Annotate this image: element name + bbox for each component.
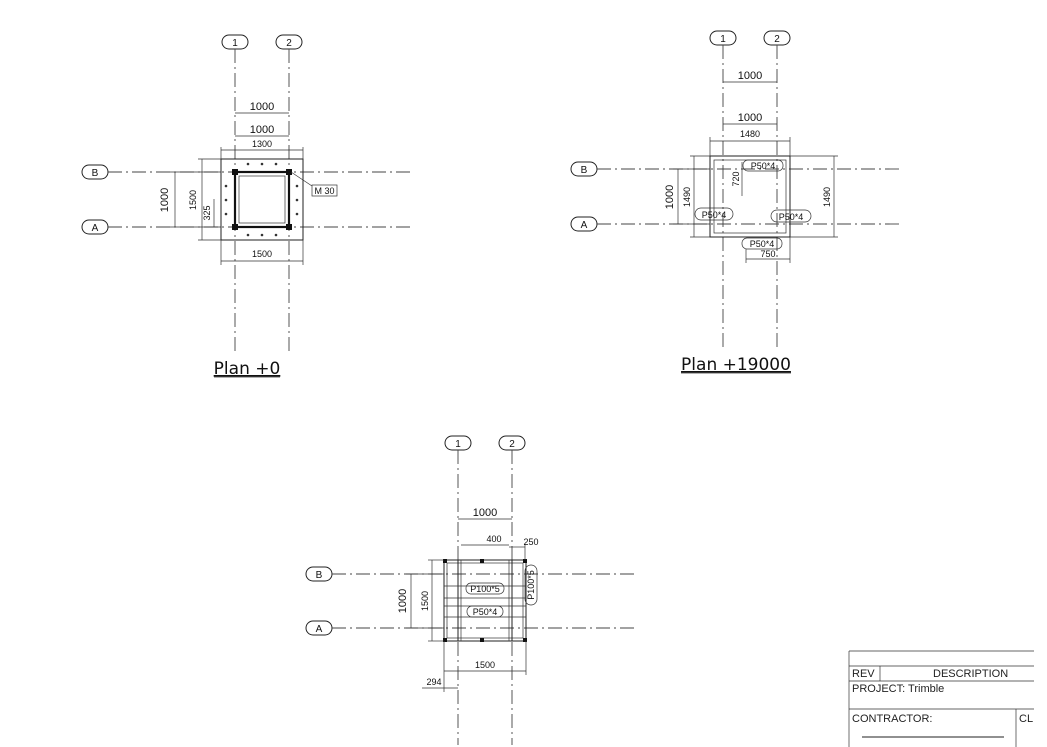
plan-plus-0: 1 2 B A: [81, 34, 410, 379]
dim-text: 1300: [252, 139, 272, 149]
grid-row-label: B: [316, 570, 323, 581]
client-label: CL: [1019, 713, 1034, 725]
dim-text: 1000: [473, 507, 497, 519]
grid-bubble-row-a: A: [305, 620, 333, 636]
member-tag: P50*4: [779, 212, 804, 222]
platform-frame: [709, 155, 791, 238]
grid-bubble-col-2: 2: [275, 34, 303, 50]
grid-bubble-col-1: 1: [709, 30, 737, 46]
grid-row-label: A: [92, 223, 99, 234]
member-tag: P50*4: [750, 239, 775, 249]
grid-col-label: 1: [232, 38, 238, 49]
dim-text: 1500: [475, 660, 495, 670]
bolt: [232, 169, 238, 175]
title-block: REV DESCRIPTION PROJECT: Trimble CONTRAC…: [849, 651, 1047, 747]
dim-text: 325: [202, 205, 212, 220]
dim-text: 720: [731, 171, 741, 186]
dim-text: 1500: [252, 249, 272, 259]
bolt: [286, 169, 292, 175]
member-tag: P50*4: [702, 210, 727, 220]
member-tag: P100*5: [526, 570, 536, 600]
grid-bubble-row-b: B: [570, 161, 598, 177]
bolt-label: M 30: [314, 186, 334, 196]
dim-text: 1490: [822, 187, 832, 207]
grid-bubble-row-b: B: [305, 566, 333, 582]
grid-bubble-col-1: 1: [221, 34, 249, 50]
project-label: PROJECT: Trimble: [852, 683, 945, 695]
grid-bubble-col-1: 1: [444, 435, 472, 451]
grid-bubble-col-2: 2: [498, 435, 526, 451]
dim-text: 1500: [188, 190, 198, 210]
dim-text: 1000: [250, 124, 274, 136]
plan-lower: 1 2 B A: [305, 435, 636, 745]
dim-text: 1000: [738, 70, 762, 82]
plan-title: Plan +19000: [681, 355, 791, 375]
member-tag: P50*4: [751, 161, 776, 171]
grillage-frame: [443, 559, 527, 642]
grid-col-label: 2: [509, 439, 515, 450]
plan-title: Plan +0: [214, 359, 281, 379]
grid-row-label: A: [316, 624, 323, 635]
dim-text: 1000: [397, 589, 409, 613]
title-block-lines: [848, 650, 1034, 747]
grid-bubble-row-a: A: [81, 219, 109, 235]
base-plate: [220, 158, 304, 241]
grid-col-label: 1: [720, 34, 726, 45]
grid-bubble-col-2: 2: [763, 30, 791, 46]
column-section: [233, 170, 291, 229]
dim-text: 1000: [159, 188, 171, 212]
dim-text: 294: [426, 677, 441, 687]
dim-text: 1480: [740, 129, 760, 139]
dim-text: 250: [523, 537, 538, 547]
dim-text: 1000: [250, 101, 274, 113]
grid-col-label: 1: [455, 439, 461, 450]
dim-text: 1490: [682, 187, 692, 207]
grid-col-label: 2: [774, 34, 780, 45]
dim-text: 1000: [738, 112, 762, 124]
grid-row-label: B: [581, 165, 588, 176]
rev-header: REV: [852, 668, 875, 680]
bolt: [232, 224, 238, 230]
dim-text: 1500: [420, 591, 430, 611]
member-tag: P50*4: [473, 607, 498, 617]
grid-row-label: A: [581, 220, 588, 231]
grid-row-label: B: [92, 168, 99, 179]
plan-plus-19000: 1 2 B A P50*4 P50*4 P50*4 P50*4 1: [570, 30, 900, 375]
dim-text: 1000: [664, 185, 676, 209]
dim-text: 400: [486, 534, 501, 544]
member-tag: P100*5: [470, 584, 500, 594]
grid-col-label: 2: [286, 38, 292, 49]
grid-bubble-row-b: B: [81, 164, 109, 180]
grid-bubble-row-a: A: [570, 216, 598, 232]
dim-text: 750: [760, 249, 775, 259]
bolt: [286, 224, 292, 230]
corner-marks: [443, 559, 527, 642]
description-header: DESCRIPTION: [933, 668, 1009, 680]
contractor-label: CONTRACTOR:: [852, 713, 933, 725]
bolt-dots: [224, 162, 299, 237]
